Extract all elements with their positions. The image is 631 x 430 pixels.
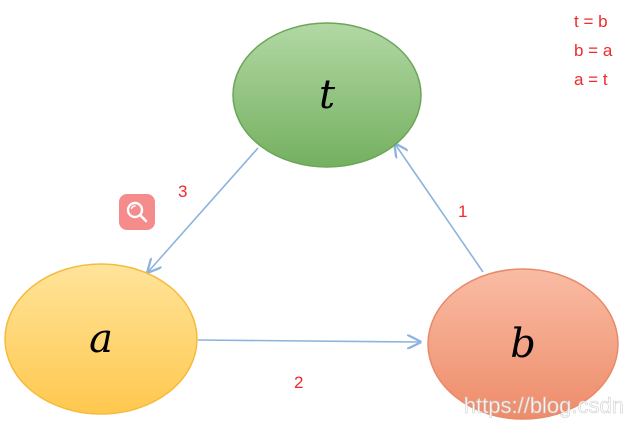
zoom-button[interactable] [119,194,155,230]
step-label-1: 1 [458,202,467,221]
node-t: t [232,22,422,168]
watermark-text: https://blog.csdn [464,393,624,418]
step-label-3: 3 [178,182,187,201]
node-a-label: a [89,316,113,362]
legend-line-2: b = a [574,41,613,60]
edge-a-to-b [197,340,420,342]
legend-line-3: a = t [574,70,608,89]
magnifier-icon [126,201,148,223]
node-b-label: b [510,321,536,367]
node-a: a [4,263,198,415]
edge-b-to-t [395,144,484,273]
node-b-shape [427,268,619,420]
edge-t-to-a [148,147,259,272]
node-b: b [427,268,619,420]
node-a-shape [4,263,198,415]
node-t-shape [232,22,422,168]
node-t-label: t [319,72,336,118]
step-label-2: 2 [294,373,303,392]
swap-legend: t = b b = a a = t [574,12,613,89]
legend-line-1: t = b [574,12,608,31]
